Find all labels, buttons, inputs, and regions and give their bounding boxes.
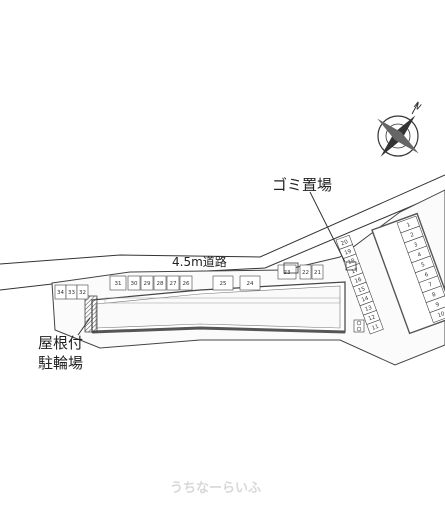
svg-text:15: 15: [357, 286, 366, 294]
parking-slot-24: 24: [239, 275, 261, 291]
svg-text:9: 9: [435, 302, 441, 309]
parking-slot-32: 32: [76, 284, 89, 300]
watermark: うちなーらいふ: [170, 481, 261, 496]
svg-text:29: 29: [144, 281, 151, 287]
bike-label-line2: 駐輪場: [38, 354, 83, 372]
svg-text:12: 12: [368, 314, 377, 322]
svg-text:8: 8: [431, 292, 437, 299]
svg-text:31: 31: [115, 281, 122, 287]
svg-text:19: 19: [344, 248, 353, 256]
svg-text:7: 7: [428, 282, 434, 289]
parking-slot-23: 23: [277, 264, 297, 280]
garbage-pointer: [309, 191, 346, 263]
building-edge: [91, 326, 346, 334]
svg-text:17: 17: [351, 267, 360, 275]
unit-10: 10: [429, 305, 445, 323]
north-label: N: [411, 101, 423, 113]
bike-parking-area: [84, 295, 98, 333]
svg-text:5: 5: [420, 262, 426, 269]
svg-text:20: 20: [340, 239, 349, 247]
road-label: 4.5m道路: [172, 254, 227, 269]
parking-slot-21: 21: [311, 264, 324, 280]
svg-text:30: 30: [131, 281, 138, 287]
svg-text:10: 10: [437, 311, 445, 319]
svg-text:3: 3: [413, 242, 419, 249]
svg-text:2: 2: [410, 232, 415, 239]
svg-text:14: 14: [361, 295, 370, 303]
garbage-area: [283, 262, 299, 274]
parking-slot-25: 25: [212, 275, 234, 291]
bike-pointer: [77, 317, 91, 336]
svg-text:21: 21: [314, 270, 321, 276]
svg-text:26: 26: [183, 281, 190, 287]
parking-slot-34: 34: [54, 284, 67, 300]
svg-text:33: 33: [68, 290, 75, 296]
svg-text:24: 24: [247, 281, 254, 287]
svg-text:13: 13: [364, 305, 373, 313]
parking-slot-27: 27: [166, 275, 180, 291]
parking-slot-31: 31: [109, 275, 127, 291]
parking-slot-28: 28: [153, 275, 167, 291]
bike-label-line1: 屋根付: [38, 334, 83, 352]
parking-slot-29: 29: [140, 275, 154, 291]
svg-text:1: 1: [406, 222, 411, 229]
svg-text:4: 4: [417, 252, 423, 259]
svg-text:34: 34: [57, 290, 64, 296]
svg-text:11: 11: [371, 324, 380, 332]
parking-slot-11: 11: [366, 319, 384, 335]
left-parking-slots: 34 33 32: [54, 284, 89, 300]
svg-text:28: 28: [157, 281, 164, 287]
compass-icon: N: [377, 101, 423, 157]
parking-slot-33: 33: [65, 284, 78, 300]
parking-slot-26: 26: [179, 275, 193, 291]
svg-text:32: 32: [79, 290, 86, 296]
main-building: [91, 281, 346, 333]
svg-text:16: 16: [354, 277, 363, 285]
svg-text:22: 22: [302, 270, 309, 276]
svg-text:25: 25: [220, 281, 227, 287]
svg-text:27: 27: [170, 281, 177, 287]
parking-slot-22: 22: [299, 264, 312, 280]
top-parking-slots: 31 30 29 28 27 26 25 24 23 22 21: [109, 264, 324, 291]
garbage-box: [345, 261, 357, 271]
parking-slot-30: 30: [127, 275, 141, 291]
meter-symbols: [353, 319, 365, 333]
svg-text:6: 6: [424, 272, 430, 279]
garbage-label: ゴミ置場: [272, 176, 332, 194]
